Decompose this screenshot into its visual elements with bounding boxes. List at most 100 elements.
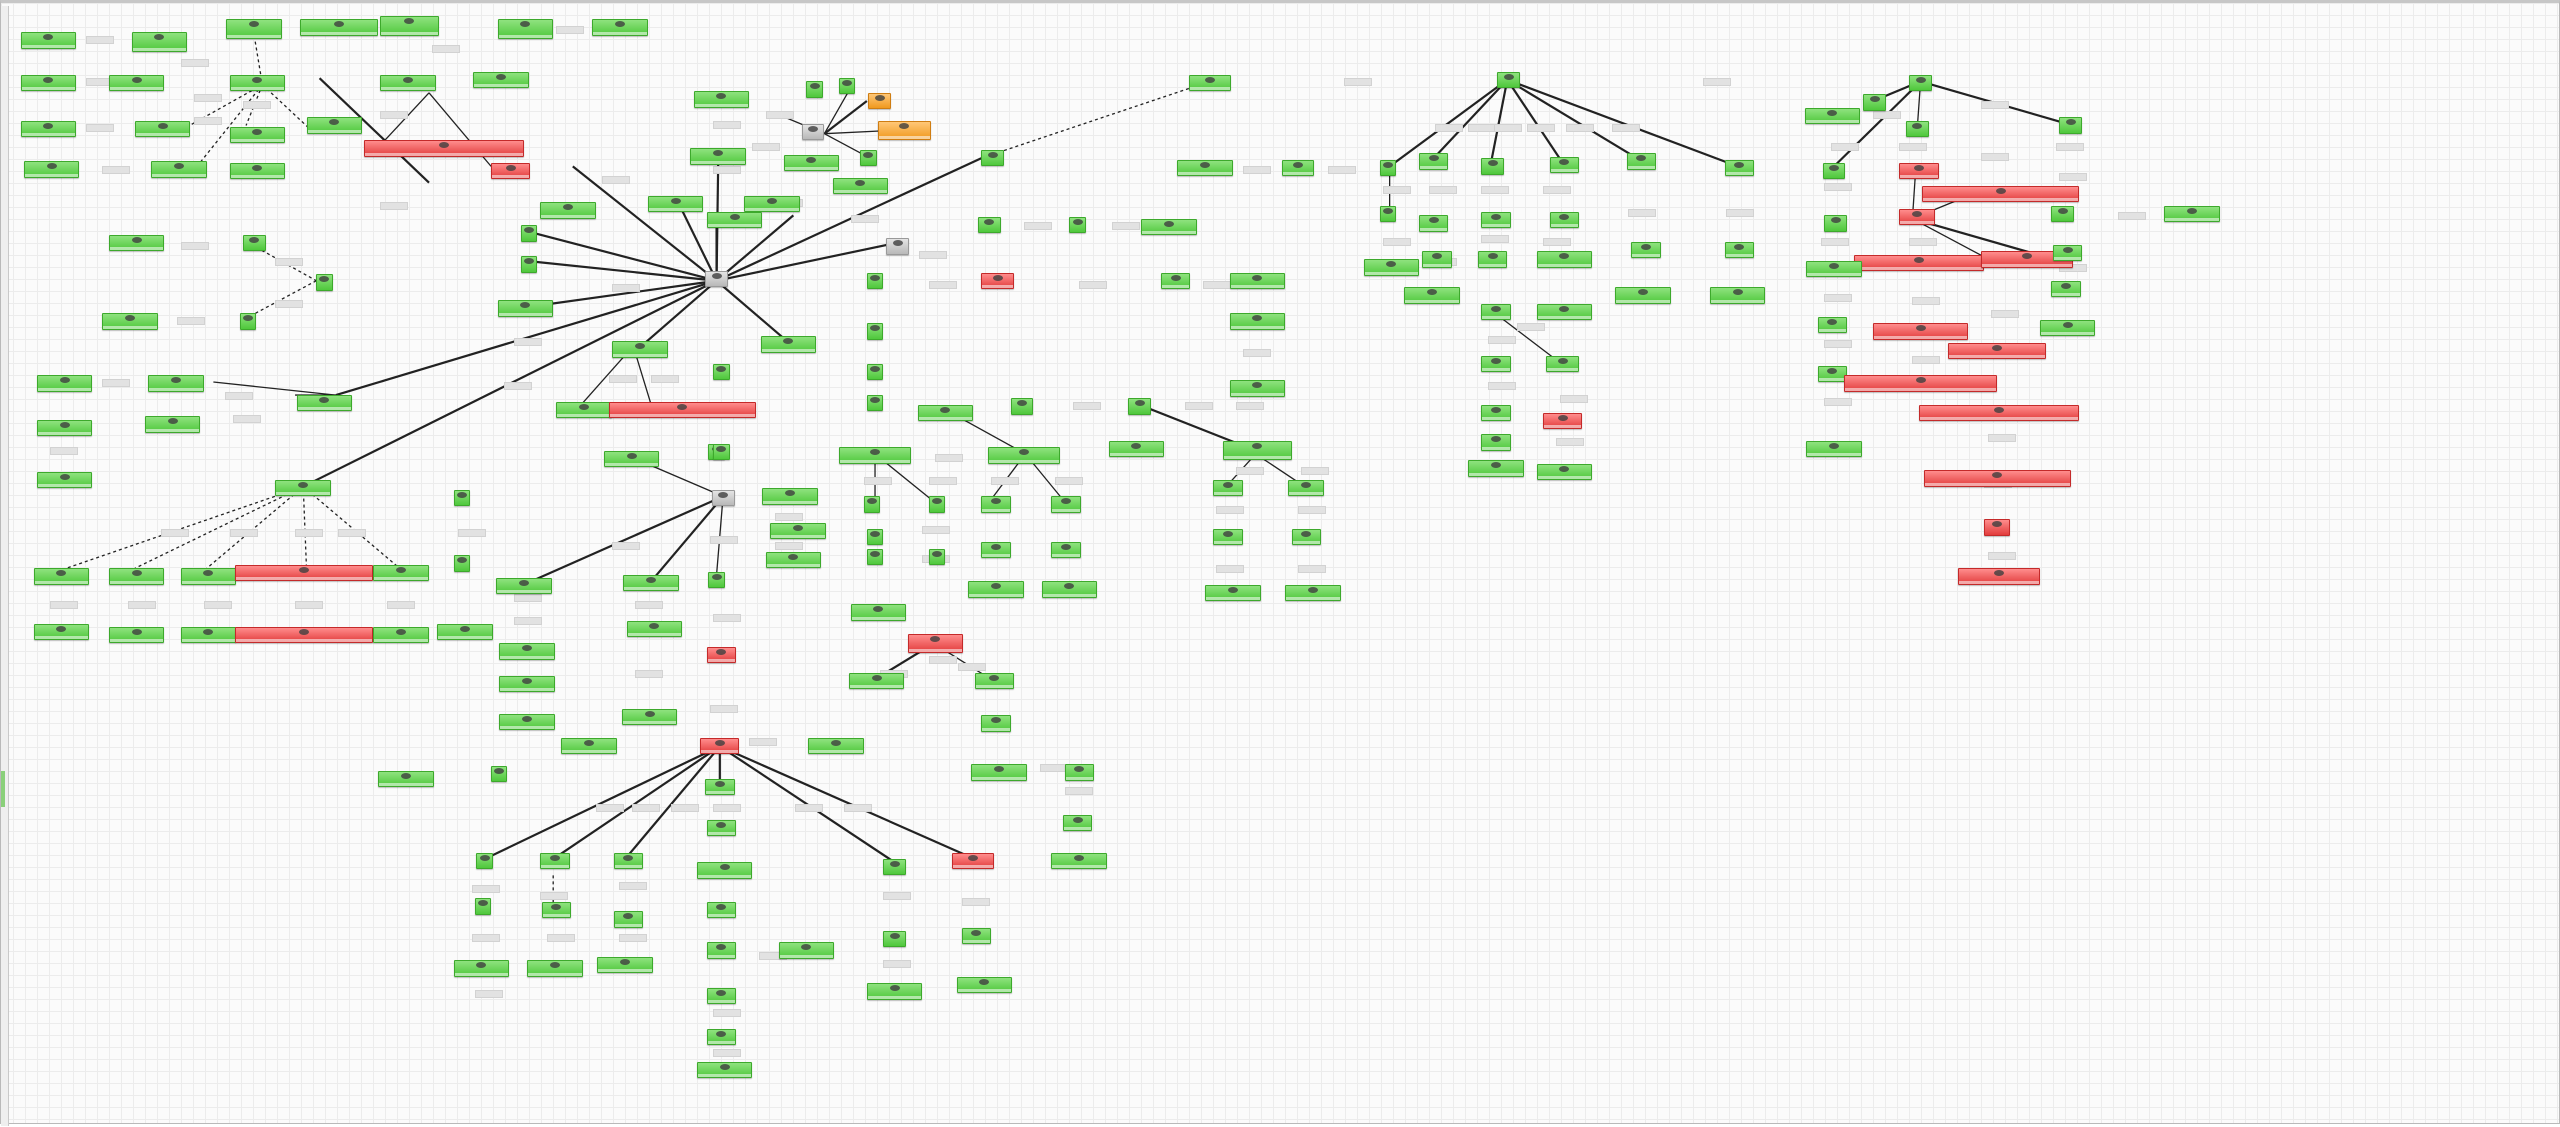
device-node-up[interactable] <box>36 375 93 392</box>
device-node-up[interactable] <box>296 395 353 412</box>
device-node-up[interactable] <box>499 643 555 660</box>
device-node-up[interactable] <box>108 234 165 252</box>
device-node-up[interactable] <box>226 19 282 39</box>
link-line[interactable] <box>1912 218 1987 259</box>
device-node-up[interactable] <box>839 447 911 464</box>
device-node-down[interactable] <box>981 272 1014 289</box>
device-node-up[interactable] <box>1817 365 1848 382</box>
device-node-up[interactable] <box>1536 303 1593 320</box>
device-node-router[interactable] <box>886 238 910 255</box>
device-node-up[interactable] <box>1285 584 1341 601</box>
device-node-up[interactable] <box>1709 287 1766 304</box>
device-node-up[interactable] <box>2059 117 2083 134</box>
device-node-up[interactable] <box>306 117 363 134</box>
device-node-up[interactable] <box>1010 398 1034 415</box>
device-node-up[interactable] <box>1477 251 1508 268</box>
device-node-up[interactable] <box>36 471 93 489</box>
device-node-up[interactable] <box>917 404 974 422</box>
link-line[interactable] <box>528 230 717 282</box>
link-line[interactable] <box>715 214 795 282</box>
link-line[interactable] <box>528 279 717 308</box>
device-node-down[interactable] <box>1543 413 1583 430</box>
device-node-up[interactable] <box>229 74 286 92</box>
device-node-up[interactable] <box>1291 529 1322 546</box>
device-node-up[interactable] <box>2039 319 2096 337</box>
device-node-up[interactable] <box>378 770 434 788</box>
device-node-up[interactable] <box>968 581 1024 598</box>
device-node-up[interactable] <box>1229 272 1286 289</box>
device-node-up[interactable] <box>540 202 596 219</box>
device-node-up[interactable] <box>623 574 679 592</box>
left-panel-handle[interactable] <box>1 771 5 807</box>
device-node-up[interactable] <box>1905 120 1929 137</box>
device-node-up[interactable] <box>597 957 653 974</box>
device-node-up[interactable] <box>453 489 470 507</box>
device-node-up[interactable] <box>866 395 884 412</box>
device-node-router[interactable] <box>801 123 825 141</box>
device-node-down[interactable] <box>1853 254 1985 271</box>
device-node-up[interactable] <box>496 578 552 595</box>
device-node-up[interactable] <box>108 627 165 644</box>
device-node-up[interactable] <box>981 715 1011 732</box>
device-node-up[interactable] <box>1536 463 1593 481</box>
device-node-up[interactable] <box>866 323 884 340</box>
device-node-router[interactable] <box>705 270 728 288</box>
link-line[interactable] <box>1431 79 1509 161</box>
device-node-down[interactable] <box>1923 470 2071 487</box>
device-node-up[interactable] <box>866 983 923 1000</box>
link-line[interactable] <box>823 87 852 135</box>
device-node-up[interactable] <box>770 522 826 539</box>
device-node-up[interactable] <box>1549 212 1580 229</box>
device-node-up[interactable] <box>1909 74 1932 92</box>
link-line[interactable] <box>1506 78 1739 168</box>
link-line[interactable] <box>66 485 304 569</box>
link-line[interactable] <box>716 240 904 282</box>
device-node-up[interactable] <box>762 488 818 505</box>
device-node-up[interactable] <box>180 627 237 644</box>
device-node-up[interactable] <box>1051 542 1081 559</box>
link-line[interactable] <box>624 745 721 860</box>
device-node-up[interactable] <box>974 672 1014 690</box>
device-node-down[interactable] <box>234 627 374 644</box>
link-line[interactable] <box>523 495 724 586</box>
device-node-up[interactable] <box>613 852 644 869</box>
device-node-up[interactable] <box>706 1028 737 1046</box>
link-line[interactable] <box>715 279 786 341</box>
device-node-down[interactable] <box>1984 519 2011 536</box>
link-line[interactable] <box>528 260 717 282</box>
device-node-up[interactable] <box>473 71 529 88</box>
device-node-up[interactable] <box>497 300 554 317</box>
device-node-up[interactable] <box>1481 158 1504 175</box>
device-node-up[interactable] <box>706 819 737 837</box>
device-node-up[interactable] <box>497 19 554 39</box>
device-node-up[interactable] <box>850 604 907 621</box>
device-node-up[interactable] <box>1188 74 1232 92</box>
device-node-up[interactable] <box>108 568 165 585</box>
device-node-up[interactable] <box>1804 107 1861 124</box>
device-node-up[interactable] <box>36 419 93 436</box>
link-line[interactable] <box>981 80 1211 159</box>
device-node-up[interactable] <box>1546 355 1580 373</box>
device-node-up[interactable] <box>1863 94 1887 111</box>
device-node-up[interactable] <box>612 341 668 358</box>
device-node-down[interactable] <box>1948 342 2047 360</box>
device-node-up[interactable] <box>778 942 835 959</box>
device-node-up[interactable] <box>866 364 884 381</box>
device-node-up[interactable] <box>1160 272 1191 289</box>
device-node-up[interactable] <box>499 713 555 730</box>
device-node-up[interactable] <box>229 163 286 180</box>
device-node-up[interactable] <box>1281 159 1315 177</box>
device-node-up[interactable] <box>1051 496 1081 513</box>
device-node-up[interactable] <box>1141 218 1197 235</box>
device-node-up[interactable] <box>706 212 763 229</box>
link-line[interactable] <box>253 35 264 85</box>
device-node-up[interactable] <box>2052 244 2083 262</box>
device-node-up[interactable] <box>453 960 510 977</box>
device-node-up[interactable] <box>1806 440 1862 458</box>
device-node-up[interactable] <box>705 779 735 796</box>
device-node-down[interactable] <box>491 163 531 180</box>
device-node-down[interactable] <box>951 852 995 869</box>
device-node-down[interactable] <box>1981 251 2073 268</box>
device-node-up[interactable] <box>693 91 750 108</box>
device-node-up[interactable] <box>33 568 90 585</box>
